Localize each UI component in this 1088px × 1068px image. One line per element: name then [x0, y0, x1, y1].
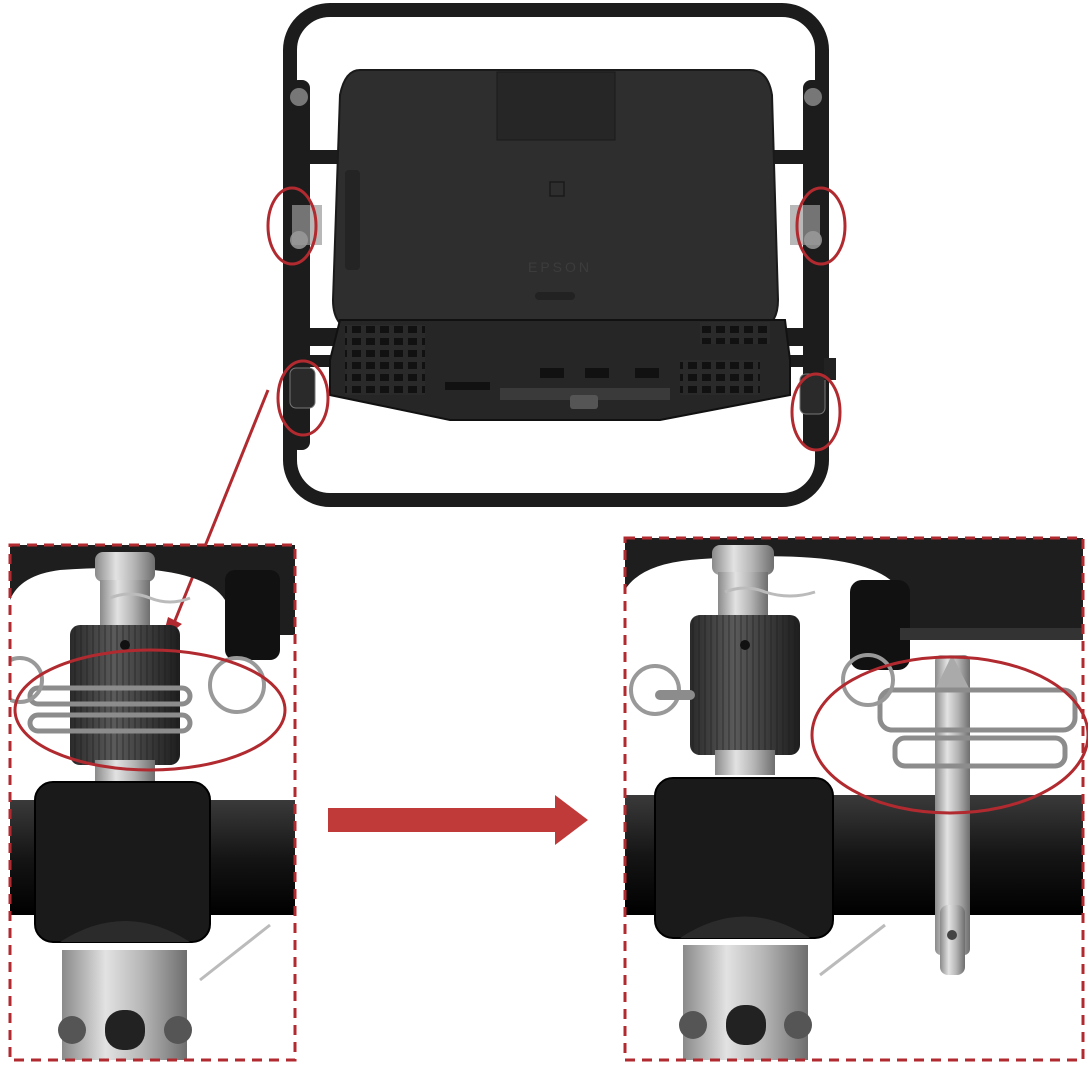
highlight-top-left [266, 186, 318, 266]
frame-post-left [290, 80, 310, 450]
port-slot [445, 382, 490, 390]
port-strip [500, 388, 670, 400]
vent-right-upper [700, 322, 770, 344]
frame-joints [289, 88, 836, 415]
port-1 [540, 368, 564, 378]
highlight-top-right [795, 186, 847, 266]
vent-left [345, 325, 425, 395]
detail-before [8, 543, 297, 1062]
projector-in-frame: EPSON [266, 3, 847, 507]
highlight-bottom-left [276, 359, 330, 437]
projector-foot [535, 292, 575, 300]
detail-after-border [623, 536, 1085, 1062]
frame-post-right [803, 80, 823, 450]
right-arrow-icon [328, 795, 588, 845]
port-2 [585, 368, 609, 378]
projector-button [549, 181, 565, 197]
port-3 [635, 368, 659, 378]
highlight-bottom-right [790, 372, 842, 452]
highlight-ellipses-top [266, 186, 847, 452]
highlight-after-clip [810, 655, 1088, 815]
highlight-before-clip [13, 648, 287, 772]
projector-logo: EPSON [528, 259, 592, 275]
center-latch [570, 395, 598, 409]
projector-side-panel [345, 170, 360, 270]
vent-right [680, 360, 760, 395]
detail-before-border [8, 543, 297, 1062]
detail-after [623, 536, 1088, 1062]
projector-top-panel [496, 71, 616, 141]
